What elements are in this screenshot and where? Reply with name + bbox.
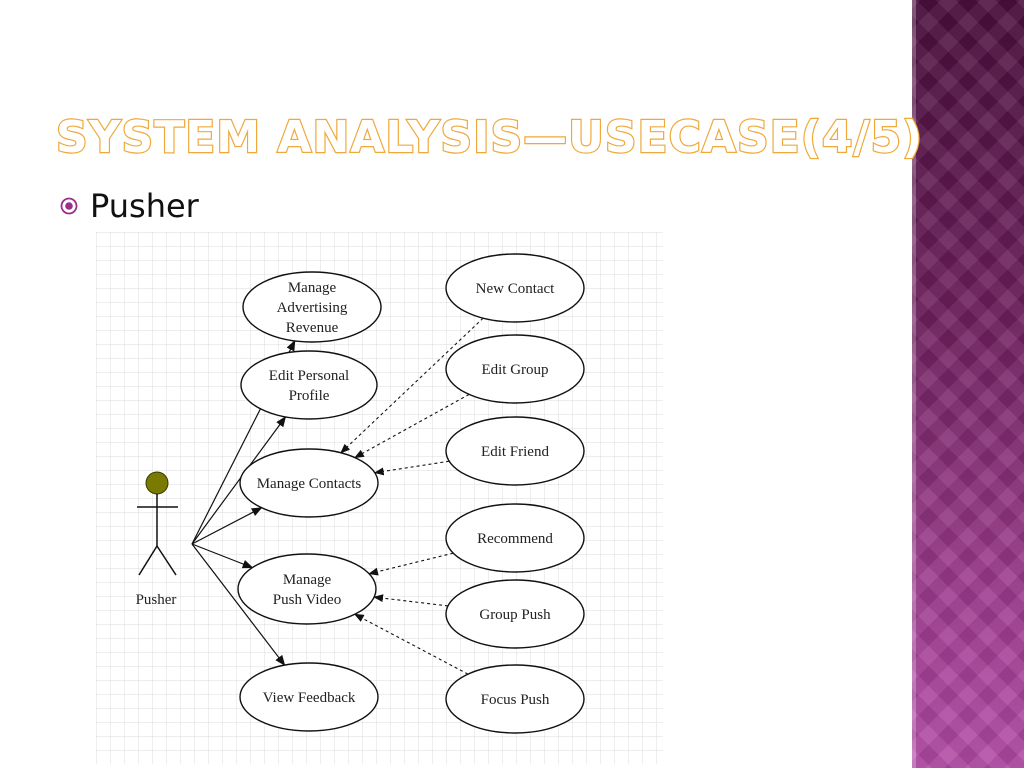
association-arrow xyxy=(191,543,254,569)
bullet-text: Pusher xyxy=(90,187,199,225)
uc-view-feedback: View Feedback xyxy=(239,662,379,732)
bullet-item: Pusher xyxy=(60,184,199,228)
extension-arrow xyxy=(373,594,449,607)
uc-edit-group-label-line: Edit Group xyxy=(481,362,548,378)
uc-group-push-label-line: Group Push xyxy=(479,607,551,623)
actor-head xyxy=(145,471,169,495)
uc-manage-advertising-revenue-label-line: Revenue xyxy=(286,320,339,336)
uc-new-contact-label-line: New Contact xyxy=(476,281,556,297)
slide-title: System Analysis—UseCase(4/5) xyxy=(55,111,924,164)
uc-edit-group-ellipse xyxy=(445,334,585,404)
extension-arrow xyxy=(354,393,470,459)
uc-focus-push: Focus Push xyxy=(445,664,585,734)
extension-arrow xyxy=(340,317,484,454)
uc-manage-contacts-ellipse xyxy=(239,448,379,518)
radio-bullet-icon xyxy=(60,197,78,215)
uc-manage-advertising-revenue-label-line: Advertising xyxy=(277,300,348,316)
uc-new-contact: New Contact xyxy=(445,253,585,323)
uc-edit-personal-profile-label-line: Profile xyxy=(289,388,330,404)
uc-manage-contacts: Manage Contacts xyxy=(239,448,379,518)
uc-recommend-label-line: Recommend xyxy=(477,531,553,547)
uc-focus-push-ellipse xyxy=(445,664,585,734)
association-arrow xyxy=(191,507,263,545)
uc-manage-contacts-label-line: Manage Contacts xyxy=(257,476,362,492)
uc-edit-friend-label-line: Edit Friend xyxy=(481,444,549,460)
uc-view-feedback-label-line: View Feedback xyxy=(263,690,356,706)
uc-manage-push-video-ellipse xyxy=(237,553,377,625)
extension-arrow xyxy=(373,460,450,476)
uc-group-push-ellipse xyxy=(445,579,585,649)
uc-edit-friend: Edit Friend xyxy=(445,416,585,486)
uc-group-push: Group Push xyxy=(445,579,585,649)
uc-focus-push-label-line: Focus Push xyxy=(481,692,550,708)
uc-view-feedback-ellipse xyxy=(239,662,379,732)
decorative-side-band xyxy=(912,0,1024,768)
uc-edit-group: Edit Group xyxy=(445,334,585,404)
side-band-pattern xyxy=(912,0,1024,768)
actor-left-leg xyxy=(138,545,158,576)
side-band-edge xyxy=(912,0,916,768)
extension-arrow xyxy=(368,552,454,576)
actor-label: Pusher xyxy=(136,592,177,608)
association-arrow xyxy=(191,416,287,545)
actor-layer: Pusher xyxy=(136,471,178,608)
uc-edit-friend-ellipse xyxy=(445,416,585,486)
uc-edit-personal-profile-ellipse xyxy=(240,350,378,420)
actor-right-leg xyxy=(156,545,177,576)
uc-manage-advertising-revenue-label-line: Manage xyxy=(288,280,337,296)
association-arrow xyxy=(191,543,286,667)
uc-recommend-ellipse xyxy=(445,503,585,573)
uc-manage-push-video-label-line: Push Video xyxy=(273,592,341,608)
uc-recommend: Recommend xyxy=(445,503,585,573)
diagram-grid xyxy=(96,232,663,764)
uc-manage-advertising-revenue-ellipse xyxy=(242,271,382,343)
uc-new-contact-ellipse xyxy=(445,253,585,323)
uc-edit-personal-profile-label-line: Edit Personal xyxy=(269,368,349,384)
uc-manage-push-video-label-line: Manage xyxy=(283,572,332,588)
